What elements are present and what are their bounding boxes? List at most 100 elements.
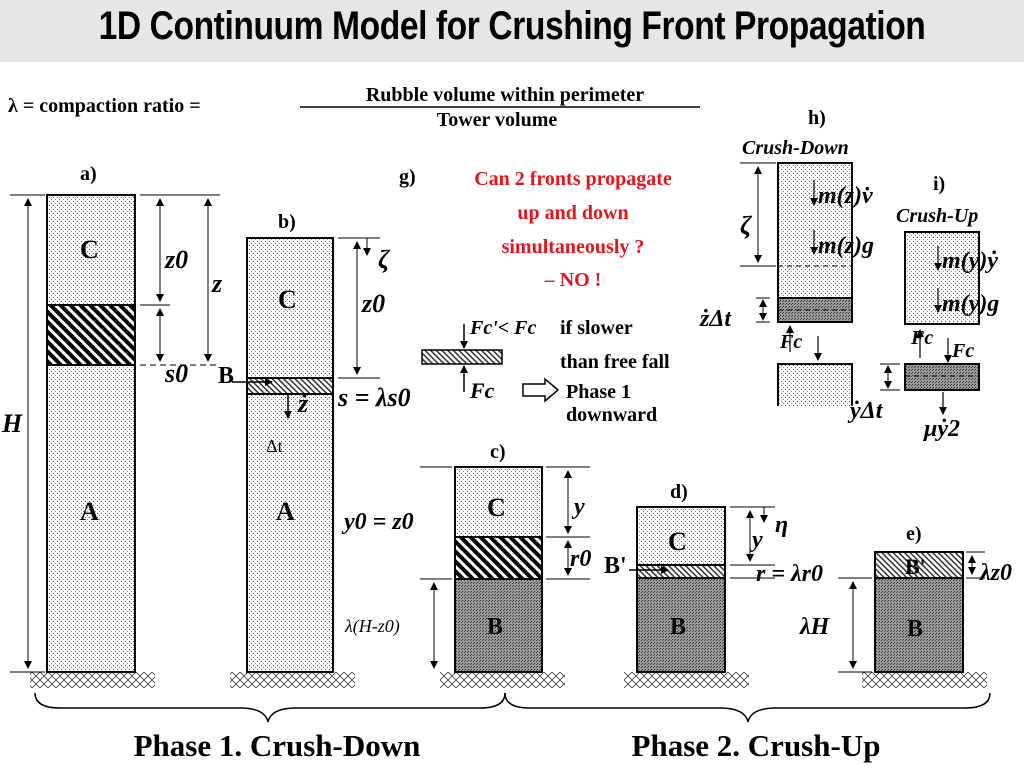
sym-lam-h-z0: λ(H-z0) xyxy=(344,616,400,637)
panel-d: d) C B B' y η r = λr0 xyxy=(604,481,823,688)
sym-fc-h1: Fc xyxy=(779,331,802,353)
title-bar xyxy=(0,0,1024,62)
sym-fc-prime-lt: Fc'< Fc xyxy=(469,317,537,339)
definition-lhs: λ = compaction ratio = xyxy=(8,95,201,117)
question-line-1: Can 2 fronts propagate xyxy=(474,168,672,190)
rubble-layer-d xyxy=(636,564,726,579)
sym-h: H xyxy=(1,409,23,438)
panel-g: g) Can 2 fronts propagate up and down si… xyxy=(399,166,672,426)
label-e: e) xyxy=(906,523,922,545)
brace-phase2 xyxy=(504,692,991,723)
sym-zeta: ζ xyxy=(378,245,391,274)
label-i: i) xyxy=(933,173,945,195)
note-downward: downward xyxy=(566,404,657,426)
block-label-a-b: A xyxy=(276,497,295,526)
rubble-element-g xyxy=(421,349,503,365)
sym-lamh: λH xyxy=(799,614,831,640)
label-a: a) xyxy=(80,163,97,185)
panel-b: b) C A B ż Δt ζ z0 s = λs0 xyxy=(218,211,411,688)
block-label-bprime-e: B' xyxy=(905,554,926,579)
rubble-layer-c xyxy=(454,536,543,580)
label-h: h) xyxy=(808,107,826,129)
question-line-4: – NO ! xyxy=(544,269,602,291)
sym-eta: η xyxy=(775,512,788,538)
block-a-h xyxy=(777,363,853,406)
definition-denominator: Tower volume xyxy=(437,109,558,131)
block-c-i xyxy=(904,231,980,325)
sym-my-g: m(y)g xyxy=(942,291,999,317)
note-phase1: Phase 1 xyxy=(566,381,631,403)
sym-y-d: y xyxy=(749,527,763,553)
caption-phase2: Phase 2. Crush-Up xyxy=(632,728,881,763)
sym-fc-g: Fc xyxy=(469,378,495,403)
panel-c: c) C B y0 = z0 λ(H-z0) y r0 xyxy=(341,441,591,688)
sym-y-c: y xyxy=(571,494,585,520)
sym-my-ydot: m(y)ẏ xyxy=(942,248,998,274)
block-label-b-c: B xyxy=(487,614,503,640)
sym-ydot-dt: ẏΔt xyxy=(847,398,884,424)
caption-phase1: Phase 1. Crush-Down xyxy=(134,728,421,763)
sym-z: z xyxy=(211,269,223,298)
note-if-slower: if slower xyxy=(560,317,633,339)
sym-fc-i1: Fc xyxy=(910,327,933,349)
block-label-b-e: B xyxy=(907,616,923,642)
block-c-d xyxy=(636,506,726,566)
definition-numerator: Rubble volume within perimeter xyxy=(366,84,644,106)
block-c-b xyxy=(246,237,334,379)
ground-c xyxy=(440,672,565,688)
panel-a: a) C A H z0 s0 z xyxy=(1,163,223,688)
ground-a xyxy=(30,672,155,688)
block-c-h xyxy=(777,162,853,299)
block-label-b: B xyxy=(218,363,234,389)
block-b-d xyxy=(636,577,726,673)
compaction-ratio-definition: λ = compaction ratio = Rubble volume wit… xyxy=(8,84,700,131)
question-line-2: up and down xyxy=(517,202,628,224)
rubble-layer-a xyxy=(46,304,136,366)
block-b-e xyxy=(874,577,964,673)
block-label-c-b: C xyxy=(278,285,297,314)
sym-z0-b: z0 xyxy=(361,289,385,318)
sym-r-eq: r = λr0 xyxy=(756,561,823,587)
block-a-b xyxy=(246,393,334,673)
block-label-c-d: C xyxy=(668,527,687,556)
sym-s0: s0 xyxy=(164,359,188,388)
sym-y0-eq: y0 = z0 xyxy=(341,509,414,535)
label-c: c) xyxy=(490,441,506,463)
block-label-c: C xyxy=(80,235,99,264)
page-title: 1D Continuum Model for Crushing Front Pr… xyxy=(98,4,926,48)
sym-zeta-h: ζ xyxy=(740,211,753,240)
block-label-c-c: C xyxy=(487,493,506,522)
brace-phase1 xyxy=(34,692,506,723)
panel-e: e) B' B λz0 λH xyxy=(799,523,1012,688)
block-label-bprime-d: B' xyxy=(604,553,627,579)
sym-mz-g: m(z)g xyxy=(818,233,874,259)
block-label-a: A xyxy=(80,497,99,526)
question-line-3: simultaneously ? xyxy=(502,236,645,258)
rubble-layer-e xyxy=(874,551,964,579)
rubble-layer-i xyxy=(904,363,980,391)
block-a-a xyxy=(46,364,136,673)
panel-i: i) Crush-Up m(y)ẏ m(y)g Fc Fc ẏΔt μẏ2 xyxy=(847,173,999,442)
ground-d xyxy=(624,672,749,688)
block-label-b-d: B xyxy=(670,614,686,640)
sym-z0-a: z0 xyxy=(164,245,188,274)
caption-crush-down: Crush-Down xyxy=(742,137,849,159)
sym-zdot: ż xyxy=(297,389,309,418)
ground-b xyxy=(230,672,355,688)
label-g: g) xyxy=(399,166,416,188)
sym-mz-vdot: m(z)v̇ xyxy=(818,183,873,209)
panel-h: h) Crush-Down ζ m(z)v̇ m(z)g żΔt Fc Fc xyxy=(699,107,874,406)
sym-r0: r0 xyxy=(570,546,591,572)
block-b-c xyxy=(454,578,543,673)
label-b: b) xyxy=(278,211,296,233)
ground-e xyxy=(862,672,987,688)
sym-mu-ydot2: μẏ2 xyxy=(922,416,960,442)
sym-zdot-dt: żΔt xyxy=(699,306,732,332)
rubble-layer-b xyxy=(246,377,334,395)
sym-s-eq: s = λs0 xyxy=(337,383,411,412)
sym-dt-b: Δt xyxy=(266,436,283,456)
label-d: d) xyxy=(670,481,688,503)
sym-fc-i2: Fc xyxy=(951,340,974,362)
implies-arrow xyxy=(522,377,560,403)
